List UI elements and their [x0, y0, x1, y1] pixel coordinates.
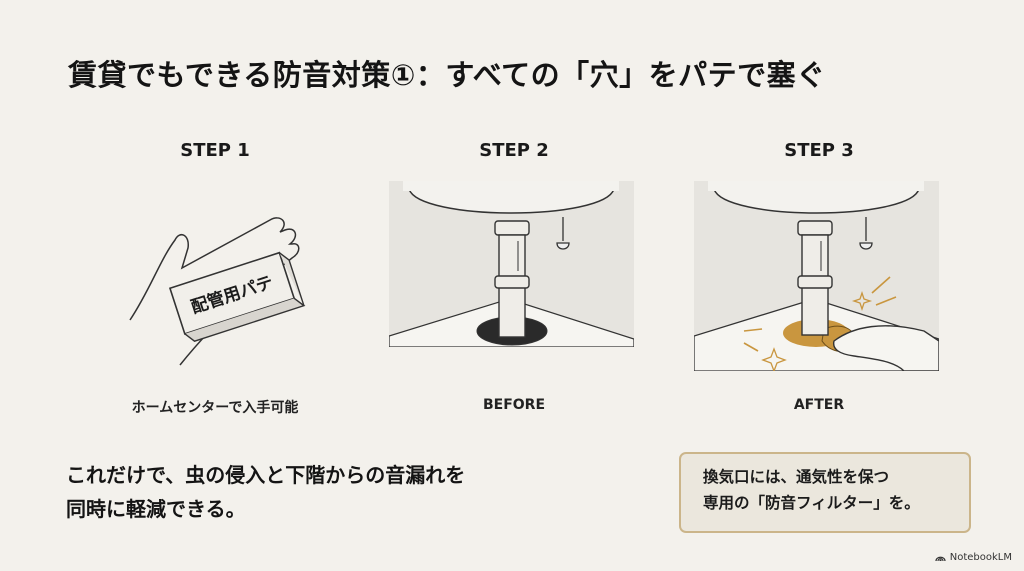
notebooklm-logo-icon	[935, 556, 946, 562]
pipe-after-illustration	[694, 181, 939, 371]
brand-watermark: NotebookLM	[935, 552, 1012, 563]
summary-line-2: 同時に軽減できる。	[66, 497, 246, 521]
step-2-label: STEP 2	[479, 140, 549, 161]
brand-name: NotebookLM	[949, 552, 1012, 563]
step-1-caption: ホームセンターで入手可能	[131, 400, 299, 416]
summary-line-1: これだけで、虫の侵入と下階からの音漏れを	[66, 463, 466, 487]
step-2: STEP 2	[389, 140, 639, 166]
note-line-1: 換気口には、通気性を保つ	[703, 468, 890, 486]
note-line-2: 専用の「防音フィルター」を。	[703, 494, 920, 512]
step-2-caption: BEFORE	[482, 397, 546, 413]
pipe-before-illustration	[389, 181, 634, 347]
step-3-caption: AFTER	[793, 397, 845, 413]
slide-title: 賃貸でもできる防音対策①：すべての「穴」をパテで塞ぐ	[68, 58, 826, 92]
summary-text: これだけで、虫の侵入と下階からの音漏れを 同時に軽減できる。	[66, 458, 465, 526]
step-1: STEP 1	[90, 140, 340, 166]
vent-filter-note: 換気口には、通気性を保つ 専用の「防音フィルター」を。	[679, 452, 971, 533]
step-3: STEP 3	[694, 140, 944, 166]
hand-holding-putty-icon: 配管用パテ	[129, 217, 306, 366]
step-1-label: STEP 1	[180, 140, 250, 161]
step-3-label: STEP 3	[784, 140, 854, 161]
